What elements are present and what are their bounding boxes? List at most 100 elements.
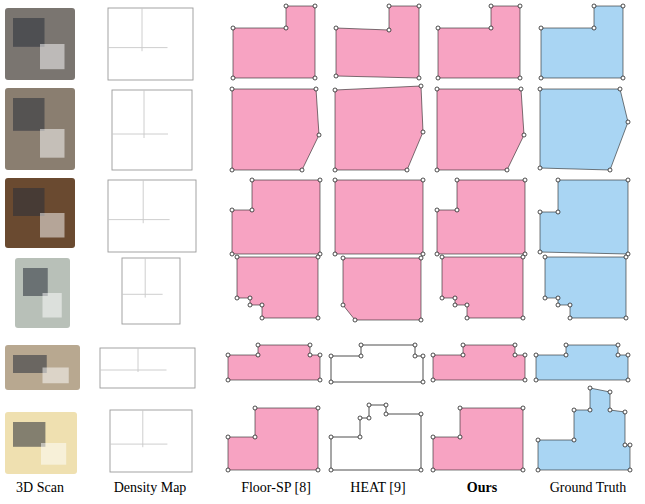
vertex-dot	[572, 438, 576, 442]
density-map	[110, 410, 192, 472]
vertex-dot	[284, 4, 288, 8]
vertex-dot	[329, 380, 333, 384]
vertex-dot	[384, 403, 388, 407]
vertex-dot	[628, 443, 632, 447]
vertex-dot	[458, 406, 462, 410]
vertex-dot	[230, 87, 234, 91]
vertex-dot	[235, 255, 239, 259]
vertex-dot	[359, 343, 363, 347]
vertex-dot	[616, 353, 620, 357]
vertex-dot	[556, 210, 560, 214]
density-map	[108, 180, 196, 252]
vertex-dot	[333, 178, 337, 182]
vertex-dot	[556, 178, 560, 182]
vertex-dot	[316, 406, 320, 410]
vertex-dot	[334, 74, 338, 78]
floorsp-plan	[232, 89, 319, 170]
vertex-dot	[592, 26, 596, 30]
vertex-dot	[387, 28, 391, 32]
vertex-dot	[440, 296, 444, 300]
ground-truth-plan	[540, 89, 628, 170]
vertex-dot	[465, 303, 469, 307]
vertex-dot	[230, 168, 234, 172]
vertex-dot	[358, 416, 362, 420]
vertex-dot	[317, 133, 321, 137]
vertex-dot	[308, 343, 312, 347]
vertex-dot	[536, 468, 540, 472]
ground-truth-plan	[541, 6, 623, 78]
vertex-dot	[316, 255, 320, 259]
density-map	[100, 348, 195, 388]
vertex-dot	[226, 378, 230, 382]
vertex-dot	[616, 343, 620, 347]
vertex-dot	[534, 378, 538, 382]
vertex-dot	[334, 26, 338, 30]
vertex-dot	[465, 316, 469, 320]
scan-image	[5, 8, 75, 80]
scan-image	[15, 258, 70, 328]
vertex-dot	[431, 468, 435, 472]
ours-plan	[433, 408, 523, 470]
heat-plan	[335, 180, 423, 254]
vertex-dot	[568, 316, 572, 320]
scan-image	[5, 88, 75, 170]
vertex-dot	[453, 303, 457, 307]
vertex-dot	[316, 316, 320, 320]
vertex-dot	[313, 76, 317, 80]
vertex-dot	[435, 168, 439, 172]
vertex-dot	[333, 168, 337, 172]
vertex-dot	[387, 4, 391, 8]
vertex-dot	[626, 120, 630, 124]
vertex-dot	[588, 386, 592, 390]
vertex-dot	[536, 438, 540, 442]
column-label: Ground Truth	[550, 480, 627, 496]
vertex-dot	[521, 468, 525, 472]
vertex-dot	[568, 303, 572, 307]
vertex-dot	[226, 353, 230, 357]
vertex-dot	[313, 4, 317, 8]
vertex-dot	[226, 435, 230, 439]
vertex-dot	[250, 208, 254, 212]
vertex-dot	[623, 443, 627, 447]
ground-truth-plan	[540, 180, 628, 254]
vertex-dot	[455, 208, 459, 212]
vertex-dot	[431, 353, 435, 357]
vertex-dot	[538, 210, 542, 214]
vertex-dot	[253, 435, 257, 439]
vertex-dot	[522, 133, 526, 137]
vertex-dot	[626, 178, 630, 182]
vertex-dot	[353, 318, 357, 322]
vertex-dot	[543, 255, 547, 259]
vertex-dot	[539, 76, 543, 80]
vertex-dot	[318, 378, 322, 382]
vertex-dot	[230, 252, 234, 256]
vertex-dot	[341, 256, 345, 260]
vertex-dot	[621, 76, 625, 80]
vertex-dot	[419, 468, 423, 472]
vertex-dot	[435, 87, 439, 91]
vertex-dot	[523, 353, 527, 357]
column-label: Density Map	[114, 480, 187, 496]
vertex-dot	[435, 208, 439, 212]
vertex-dot	[624, 255, 628, 259]
ours-plan	[437, 180, 525, 254]
vertex-dot	[231, 76, 235, 80]
vertex-dot	[461, 343, 465, 347]
vertex-dot	[608, 168, 612, 172]
vertex-dot	[453, 296, 457, 300]
vertex-dot	[489, 4, 493, 8]
vertex-dot	[231, 26, 235, 30]
vertex-dot	[359, 354, 363, 358]
ours-plan	[437, 89, 524, 170]
vertex-dot	[256, 343, 260, 347]
heat-plan	[331, 405, 421, 470]
floorsp-plan	[233, 6, 315, 78]
vertex-dot	[367, 416, 371, 420]
vertex-dot	[419, 412, 423, 416]
vertex-dot	[523, 378, 527, 382]
vertex-dot	[358, 435, 362, 439]
vertex-dot	[260, 303, 264, 307]
vertex-dot	[256, 353, 260, 357]
vertex-dot	[341, 303, 345, 307]
